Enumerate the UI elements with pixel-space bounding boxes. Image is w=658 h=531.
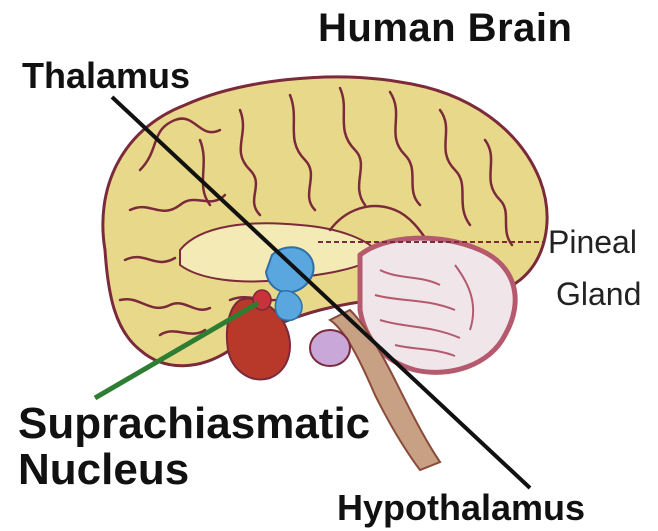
label-thalamus: Thalamus bbox=[22, 58, 190, 94]
diagram-title: Human Brain bbox=[318, 8, 572, 48]
label-scn-line2: Nucleus bbox=[18, 448, 189, 492]
label-hypothalamus: Hypothalamus bbox=[337, 490, 585, 526]
thalamus-region bbox=[266, 247, 314, 292]
label-scn-line1: Suprachiasmatic bbox=[18, 402, 370, 446]
pons bbox=[310, 330, 350, 366]
label-pineal-line2: Gland bbox=[556, 278, 641, 310]
label-pineal-line1: Pineal bbox=[548, 226, 637, 258]
